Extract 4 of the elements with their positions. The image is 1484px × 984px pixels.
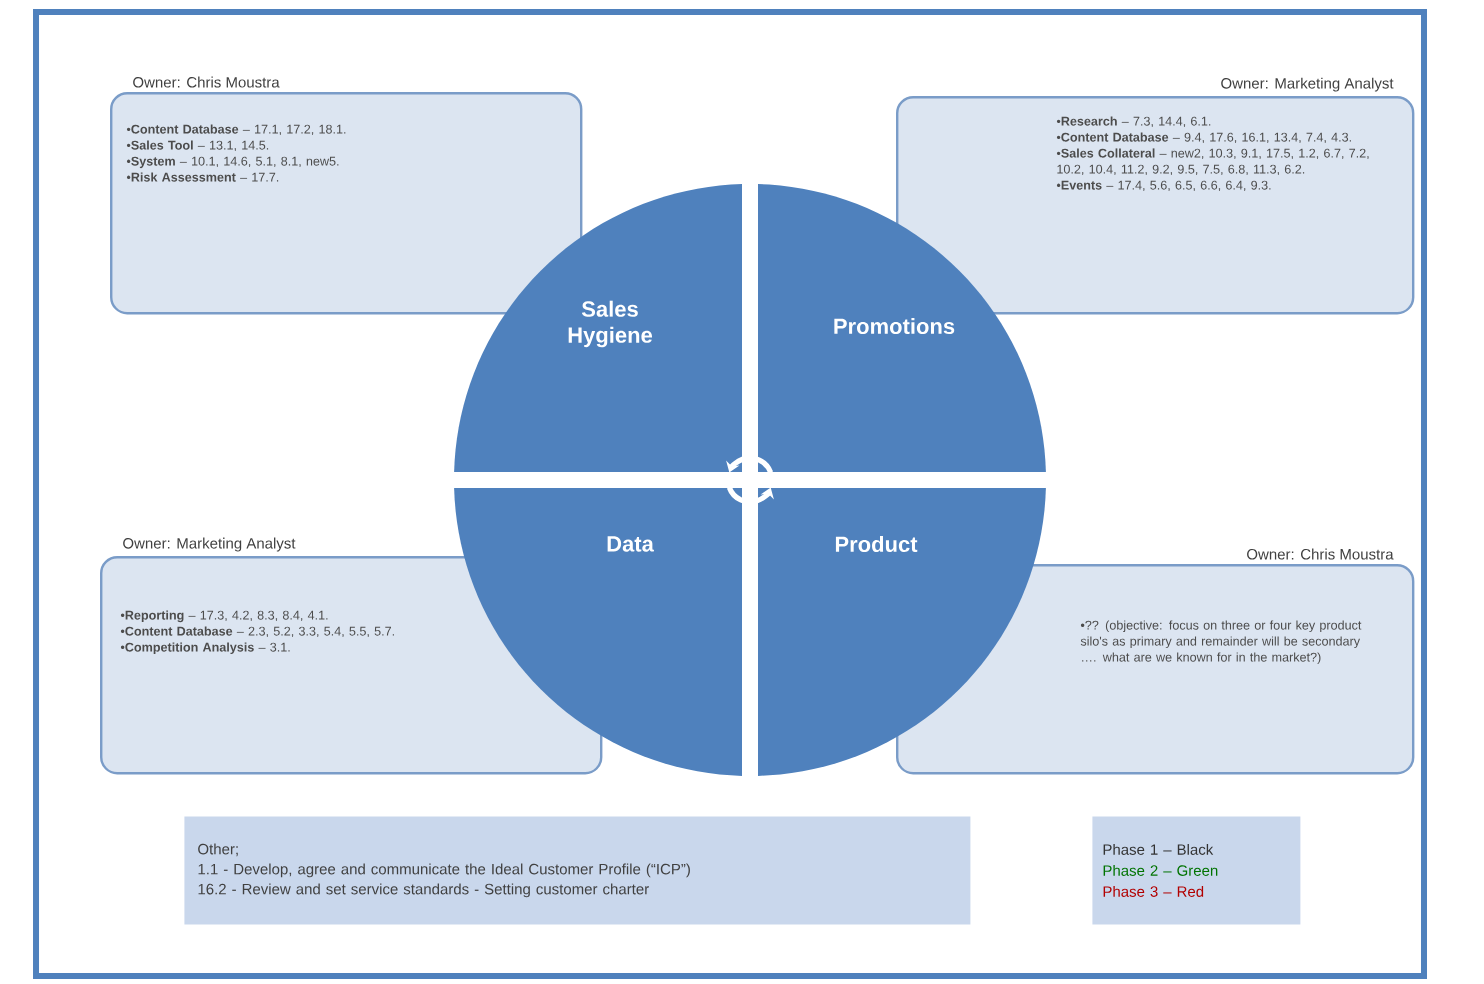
quadrant-segment: Promotions — [758, 184, 1046, 472]
quadrant-segment: Data — [454, 488, 742, 776]
quadrant-segment: Sales Hygiene — [454, 184, 742, 472]
quadrant-segment: Product — [758, 488, 1046, 776]
